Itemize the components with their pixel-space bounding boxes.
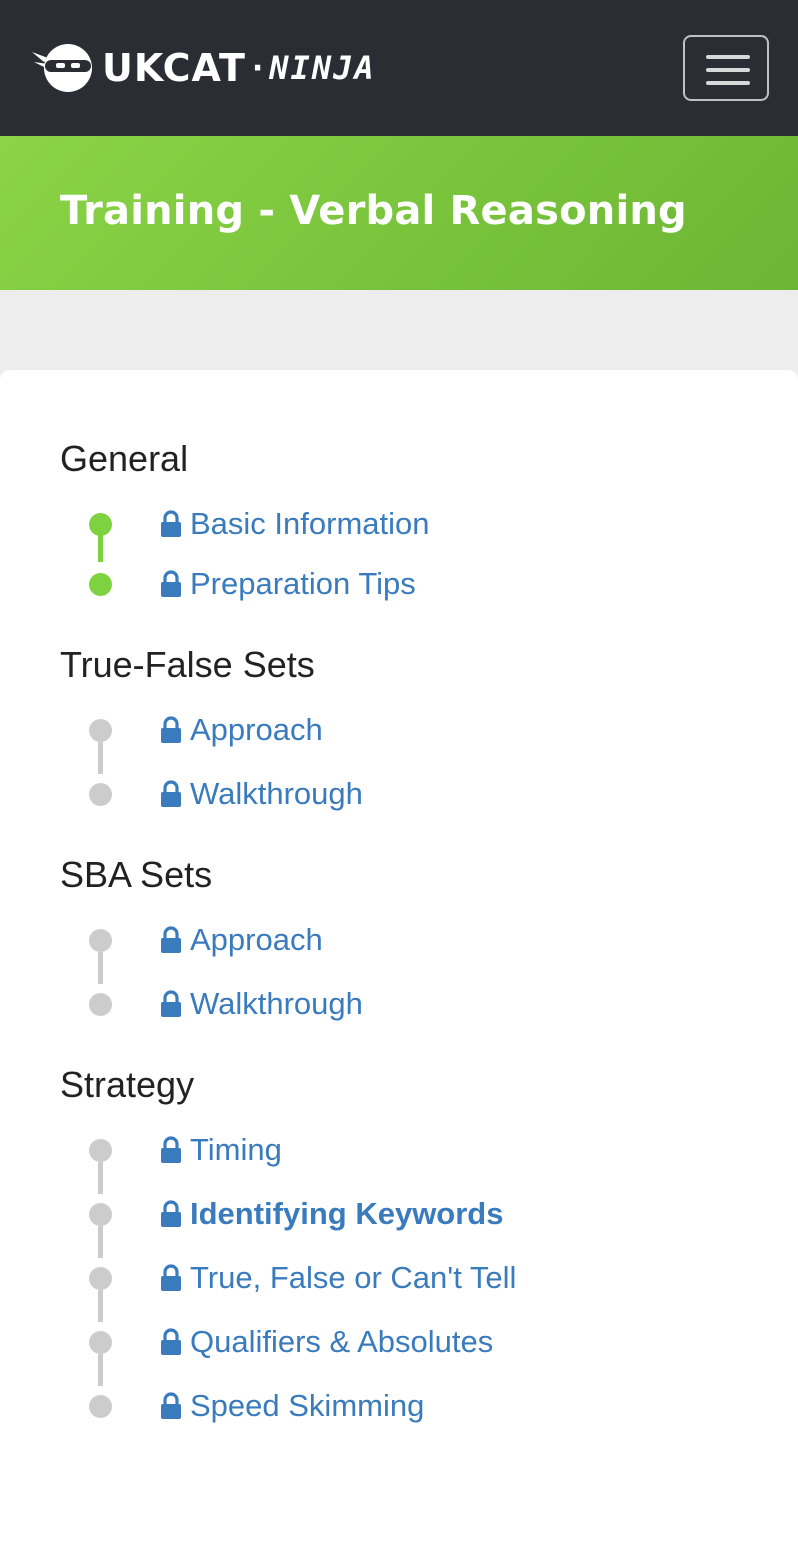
ninja-icon — [32, 44, 92, 92]
lesson-link-label: Identifying Keywords — [190, 1196, 504, 1231]
top-navbar: UKCAT · NINJA — [0, 0, 798, 136]
section-title-true-false-sets: True-False Sets — [60, 644, 315, 685]
hamburger-icon-bar — [706, 81, 750, 85]
lock-icon — [161, 1392, 181, 1419]
section-title-strategy: Strategy — [60, 1064, 195, 1105]
lesson-link-preparation-tips[interactable]: Preparation Tips — [160, 564, 416, 604]
timeline-item: Basic Information — [0, 504, 798, 544]
lesson-link-label: Qualifiers & Absolutes — [190, 1324, 494, 1359]
timeline-item: Preparation Tips — [0, 564, 798, 604]
timeline-connector — [98, 1354, 103, 1386]
lesson-link-basic-information[interactable]: Basic Information — [160, 504, 430, 544]
lock-icon — [161, 1264, 181, 1291]
progress-dot-completed — [89, 573, 112, 596]
lock-icon — [161, 1200, 181, 1227]
timeline-item: Identifying Keywords — [0, 1194, 798, 1234]
progress-dot-pending — [89, 993, 112, 1016]
progress-dot-pending — [89, 1139, 112, 1162]
section-title-sba-sets: SBA Sets — [60, 854, 213, 895]
progress-dot-pending — [89, 1395, 112, 1418]
section-title-general: General — [60, 438, 189, 479]
timeline-connector — [98, 1226, 103, 1258]
timeline-connector — [98, 1162, 103, 1194]
timeline-item: Timing — [0, 1130, 798, 1170]
page-header-banner: Training - Verbal Reasoning — [0, 136, 798, 290]
progress-dot-completed — [89, 513, 112, 536]
hamburger-icon-bar — [706, 55, 750, 59]
timeline-item: Walkthrough — [0, 774, 798, 814]
timeline-connector — [98, 742, 103, 774]
timeline-item: Qualifiers & Absolutes — [0, 1322, 798, 1362]
timeline-item: Speed Skimming — [0, 1386, 798, 1426]
lesson-link-approach[interactable]: Approach — [160, 710, 323, 750]
lesson-link-label: Basic Information — [190, 506, 430, 541]
lock-icon — [161, 780, 181, 807]
timeline-general: Basic Information Preparation Tips — [0, 504, 798, 604]
progress-dot-pending — [89, 1267, 112, 1290]
lesson-link-walkthrough[interactable]: Walkthrough — [160, 774, 363, 814]
lesson-link-true-false-cant-tell[interactable]: True, False or Can't Tell — [160, 1258, 516, 1298]
progress-dot-pending — [89, 783, 112, 806]
timeline-item: Approach — [0, 920, 798, 960]
page-title: Training - Verbal Reasoning — [60, 188, 687, 234]
progress-dot-pending — [89, 1331, 112, 1354]
lesson-link-label: True, False or Can't Tell — [190, 1260, 517, 1295]
progress-dot-pending — [89, 929, 112, 952]
timeline-connector — [98, 1290, 103, 1322]
training-content-card: General Basic Information Preparation Ti… — [0, 370, 798, 1544]
timeline-connector — [98, 534, 103, 562]
progress-dot-pending — [89, 1203, 112, 1226]
lesson-link-label: Walkthrough — [190, 986, 363, 1021]
timeline-strategy: Timing Identifying Keywords True, False … — [0, 1130, 798, 1430]
lesson-link-label: Preparation Tips — [190, 566, 416, 601]
lesson-link-speed-skimming[interactable]: Speed Skimming — [160, 1386, 424, 1426]
lesson-link-identifying-keywords[interactable]: Identifying Keywords — [160, 1194, 503, 1234]
lesson-link-walkthrough[interactable]: Walkthrough — [160, 984, 363, 1024]
timeline-item: True, False or Can't Tell — [0, 1258, 798, 1298]
hamburger-icon-bar — [706, 68, 750, 72]
timeline-item: Walkthrough — [0, 984, 798, 1024]
hamburger-menu-button[interactable] — [683, 35, 769, 101]
lock-icon — [161, 1136, 181, 1163]
timeline-connector — [98, 952, 103, 984]
brand-logo-link[interactable]: UKCAT · NINJA — [30, 38, 376, 98]
lock-icon — [161, 716, 181, 743]
timeline-sba-sets: Approach Walkthrough — [0, 920, 798, 1024]
lesson-link-timing[interactable]: Timing — [160, 1130, 282, 1170]
lesson-link-qualifiers-absolutes[interactable]: Qualifiers & Absolutes — [160, 1322, 493, 1362]
brand-text-secondary: NINJA — [269, 49, 376, 87]
timeline-item: Approach — [0, 710, 798, 750]
lesson-link-label: Speed Skimming — [190, 1388, 425, 1423]
lesson-link-approach[interactable]: Approach — [160, 920, 323, 960]
lesson-link-label: Approach — [190, 712, 323, 747]
progress-dot-pending — [89, 719, 112, 742]
lesson-link-label: Timing — [190, 1132, 282, 1167]
lesson-link-label: Walkthrough — [190, 776, 363, 811]
lock-icon — [161, 990, 181, 1017]
lock-icon — [161, 1328, 181, 1355]
lock-icon — [161, 926, 181, 953]
brand-separator: · — [251, 50, 264, 86]
timeline-true-false-sets: Approach Walkthrough — [0, 710, 798, 814]
brand-text-primary: UKCAT — [102, 46, 246, 90]
lesson-link-label: Approach — [190, 922, 323, 957]
lock-icon — [161, 510, 181, 537]
lock-icon — [161, 570, 181, 597]
